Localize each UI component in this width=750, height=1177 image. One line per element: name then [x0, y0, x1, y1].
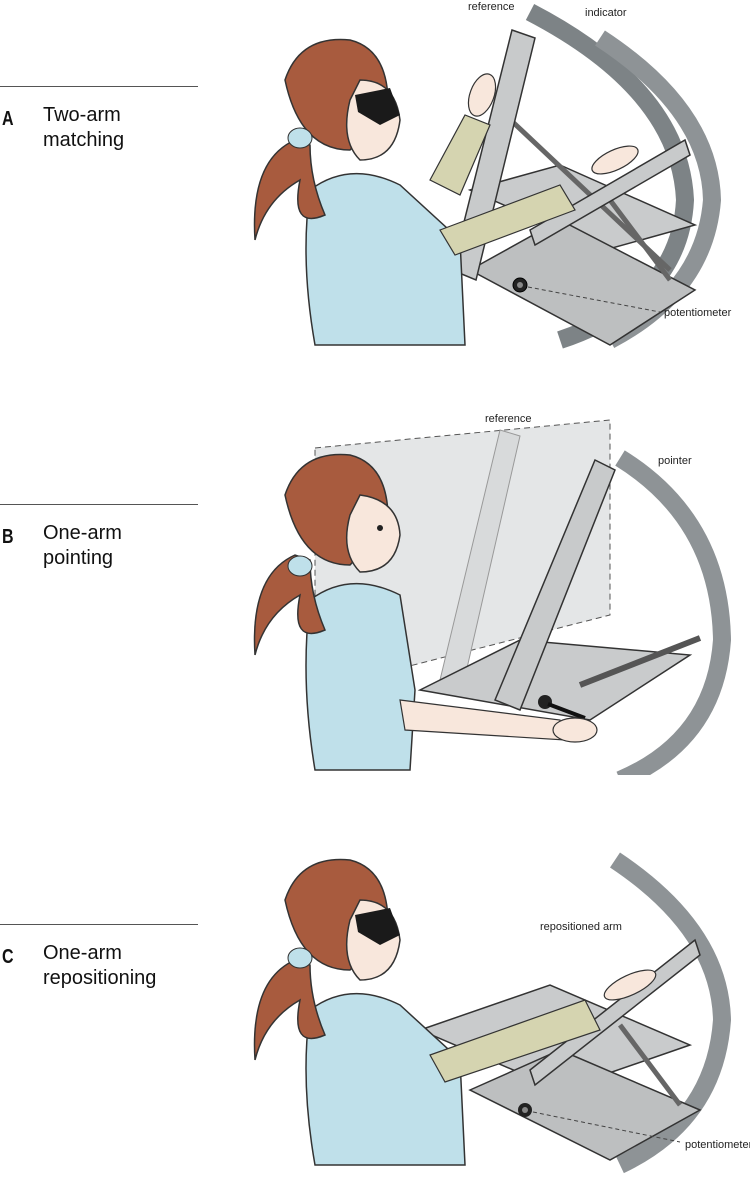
- right-hand: [552, 717, 598, 743]
- panel-c-title-line-2: repositioning: [43, 967, 157, 989]
- panel-a-title-line-1: Two-arm: [43, 104, 121, 126]
- blindfold-glasses-icon: [355, 88, 400, 125]
- left-arm-cast: [429, 114, 491, 196]
- panel-a-illustration: reference indicator potentiometer: [253, 1, 732, 349]
- ponytail: [253, 139, 326, 241]
- right-hand: [591, 145, 639, 175]
- blindfold-glasses-icon: [355, 908, 400, 945]
- panel-a-divider: [0, 86, 198, 87]
- ponytail: [253, 959, 326, 1061]
- pointer-pivot: [538, 695, 552, 709]
- ponytail: [253, 554, 326, 656]
- person-torso: [305, 992, 466, 1166]
- panel-c-illustration: repositioned arm potentiometer: [253, 852, 750, 1174]
- panel-b: B One-arm pointing reference pointer: [0, 400, 750, 780]
- annotation-pointer: pointer: [658, 455, 692, 467]
- panel-b-illustration: reference pointer: [253, 413, 732, 775]
- person-torso: [305, 582, 416, 771]
- potentiometer-leader: [527, 286, 661, 313]
- panel-c-title-line-1: One-arm: [43, 942, 122, 964]
- right-hand: [603, 969, 657, 1001]
- indicator-arc: [610, 852, 732, 1174]
- hair-tie: [287, 127, 313, 149]
- face: [345, 494, 401, 573]
- person-torso: [305, 172, 466, 346]
- table-board-base: [468, 219, 697, 346]
- right-arm-cast: [429, 999, 601, 1083]
- panel-b-title-line-2: pointing: [43, 547, 114, 569]
- panel-a-letter: A: [2, 108, 14, 130]
- right-arm-cast: [439, 184, 576, 256]
- panel-b-divider: [0, 504, 198, 505]
- panel-a: A Two-arm matching refe: [0, 0, 750, 360]
- annotation-potentiometer: potentiometer: [664, 307, 732, 319]
- panel-a-title-line-2: matching: [43, 129, 125, 151]
- panel-b-title-line-1: One-arm: [43, 522, 122, 544]
- support-rod: [578, 635, 702, 688]
- pointer-board: [494, 458, 616, 711]
- indicator-board: [529, 138, 691, 247]
- annotation-repositioned-arm: repositioned arm: [540, 921, 622, 933]
- pointer-arc: [615, 450, 732, 775]
- annotation-indicator: indicator: [585, 7, 627, 19]
- left-hand: [467, 73, 497, 117]
- annotation-reference: reference: [468, 1, 514, 13]
- panel-c: C One-arm repositioning repositioned arm…: [0, 820, 750, 1177]
- panel-c-title: One-arm repositioning: [43, 941, 203, 991]
- panel-c-divider: [0, 924, 198, 925]
- eye: [377, 525, 383, 531]
- support-rod: [608, 198, 672, 282]
- panel-a-title: Two-arm matching: [43, 103, 203, 153]
- support-rod: [618, 1023, 682, 1107]
- table-board: [417, 639, 693, 721]
- hair-tie: [287, 555, 313, 577]
- panel-b-title: One-arm pointing: [43, 521, 203, 571]
- annotation-reference: reference: [485, 413, 531, 425]
- panel-b-letter: B: [2, 526, 14, 548]
- annotation-potentiometer: potentiometer: [685, 1139, 750, 1151]
- table-board-base: [468, 1049, 702, 1161]
- pointer-rod: [547, 702, 586, 720]
- panel-c-letter: C: [2, 946, 14, 968]
- hair-tie: [287, 947, 313, 969]
